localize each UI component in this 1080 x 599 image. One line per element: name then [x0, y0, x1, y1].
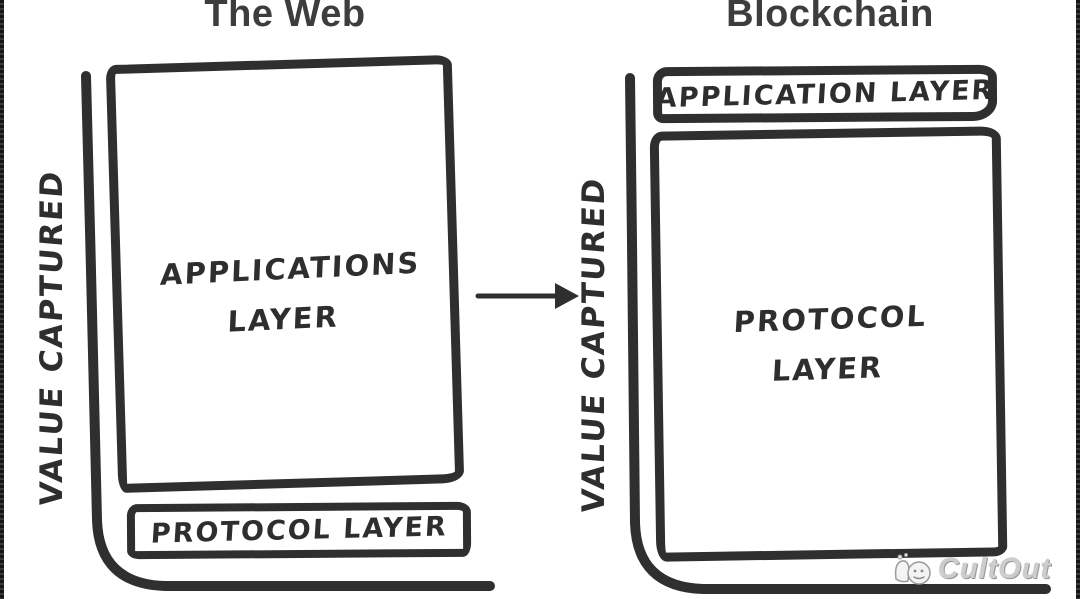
protocol-layer-label-right: PROTOCOL LAYER: [732, 298, 928, 388]
right-axis-line: [625, 73, 1051, 594]
right-value-captured-axis-label: VALUE CAPTURED: [576, 175, 612, 515]
right-edge-artifact: [1076, 0, 1080, 599]
left-value-captured-axis-label: VALUE CAPTURED: [34, 168, 70, 508]
protocol-layer-box-left: PROTOCOL LAYER: [126, 501, 472, 560]
left-axis-line: [81, 71, 495, 591]
protocol-layer-label-left: PROTOCOL LAYER: [149, 511, 449, 550]
ghost-icon: [894, 552, 931, 585]
left-edge-artifact: [0, 0, 4, 599]
cultout-watermark: CultOut: [892, 551, 1051, 587]
application-layer-label-right: APPLICATION LAYER: [654, 74, 996, 114]
applications-layer-label: APPLICATIONS LAYER: [159, 245, 422, 339]
left-panel-title: The Web: [204, 0, 366, 35]
watermark-text: CultOut: [938, 552, 1052, 585]
transition-arrow-head: [555, 283, 579, 309]
protocol-layer-box-right: PROTOCOL LAYER: [649, 126, 1008, 562]
application-layer-box-right: APPLICATION LAYER: [652, 64, 998, 124]
right-panel-title: Blockchain: [726, 0, 934, 35]
applications-layer-box: APPLICATIONS LAYER: [105, 54, 465, 494]
